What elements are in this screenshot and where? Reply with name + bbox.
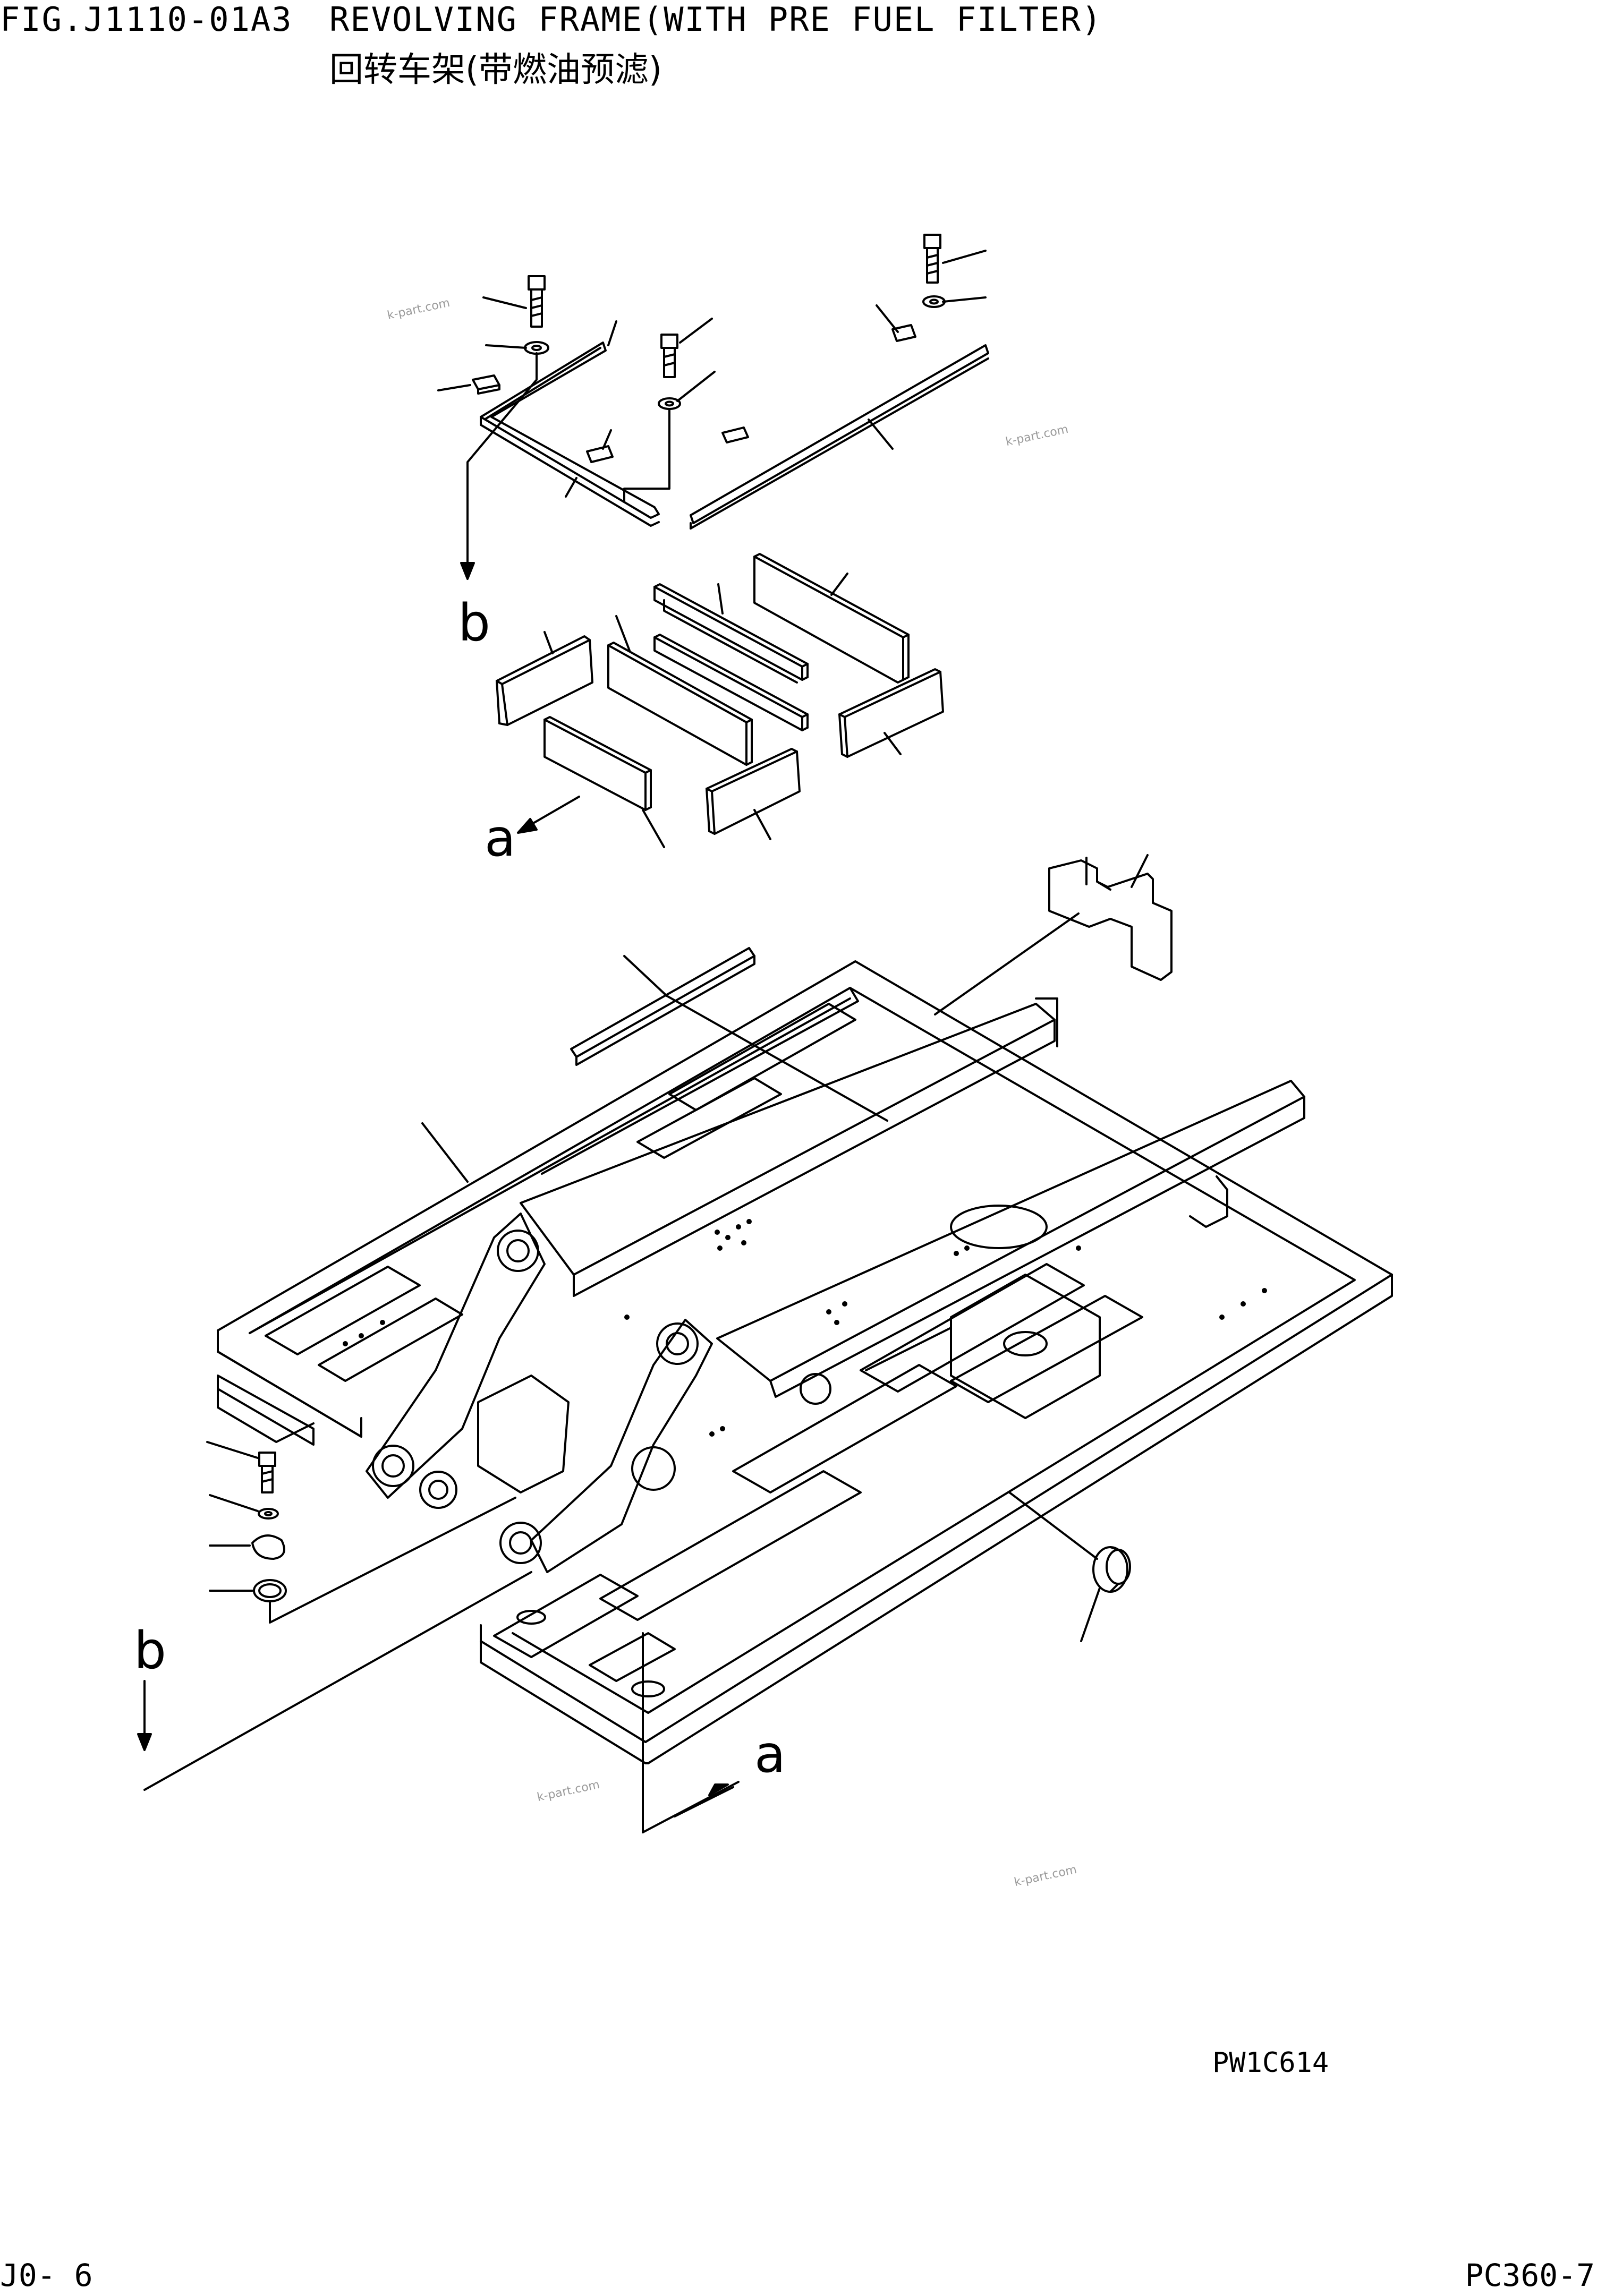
bracket [1049, 858, 1171, 980]
block-4 [608, 643, 752, 765]
callout-b-lower: b [134, 1621, 166, 1680]
block-6 [545, 717, 651, 810]
washer-icon [659, 398, 680, 409]
cover-plate-left [481, 343, 659, 526]
block-5 [497, 636, 592, 725]
bolt-icon [924, 235, 940, 283]
callout-b-upper: b [458, 593, 490, 653]
block-2 [655, 584, 808, 682]
block-8 [839, 669, 943, 757]
callout-a-lower: a [754, 1725, 786, 1784]
title-english: REVOLVING FRAME(WITH PRE FUEL FILTER) [329, 0, 1103, 39]
seal-ring [1093, 1547, 1130, 1592]
washer-icon [923, 296, 945, 307]
revolving-frame [218, 961, 1392, 1763]
cover-plate-right [691, 345, 988, 528]
block-7 [707, 749, 800, 834]
block-3 [655, 635, 808, 730]
bolt-icon [259, 1453, 275, 1492]
figure-code: FIG.J1110-01A3 [0, 0, 293, 39]
machine-model: PC360-7 [1465, 2257, 1595, 2293]
block-1 [754, 554, 908, 682]
drawing-id: PW1C614 [1212, 2047, 1329, 2079]
side-bar [571, 948, 754, 1065]
plate-icon [252, 1535, 284, 1559]
title-chinese: 回转车架(带燃油预滤) [329, 50, 662, 90]
washer-icon [525, 342, 548, 354]
callout-a-upper: a [485, 808, 516, 868]
bolt-icon [661, 335, 677, 377]
bolt-icon [529, 276, 545, 327]
washer-icon [259, 1509, 278, 1518]
page-number: J0- 6 [0, 2257, 93, 2293]
